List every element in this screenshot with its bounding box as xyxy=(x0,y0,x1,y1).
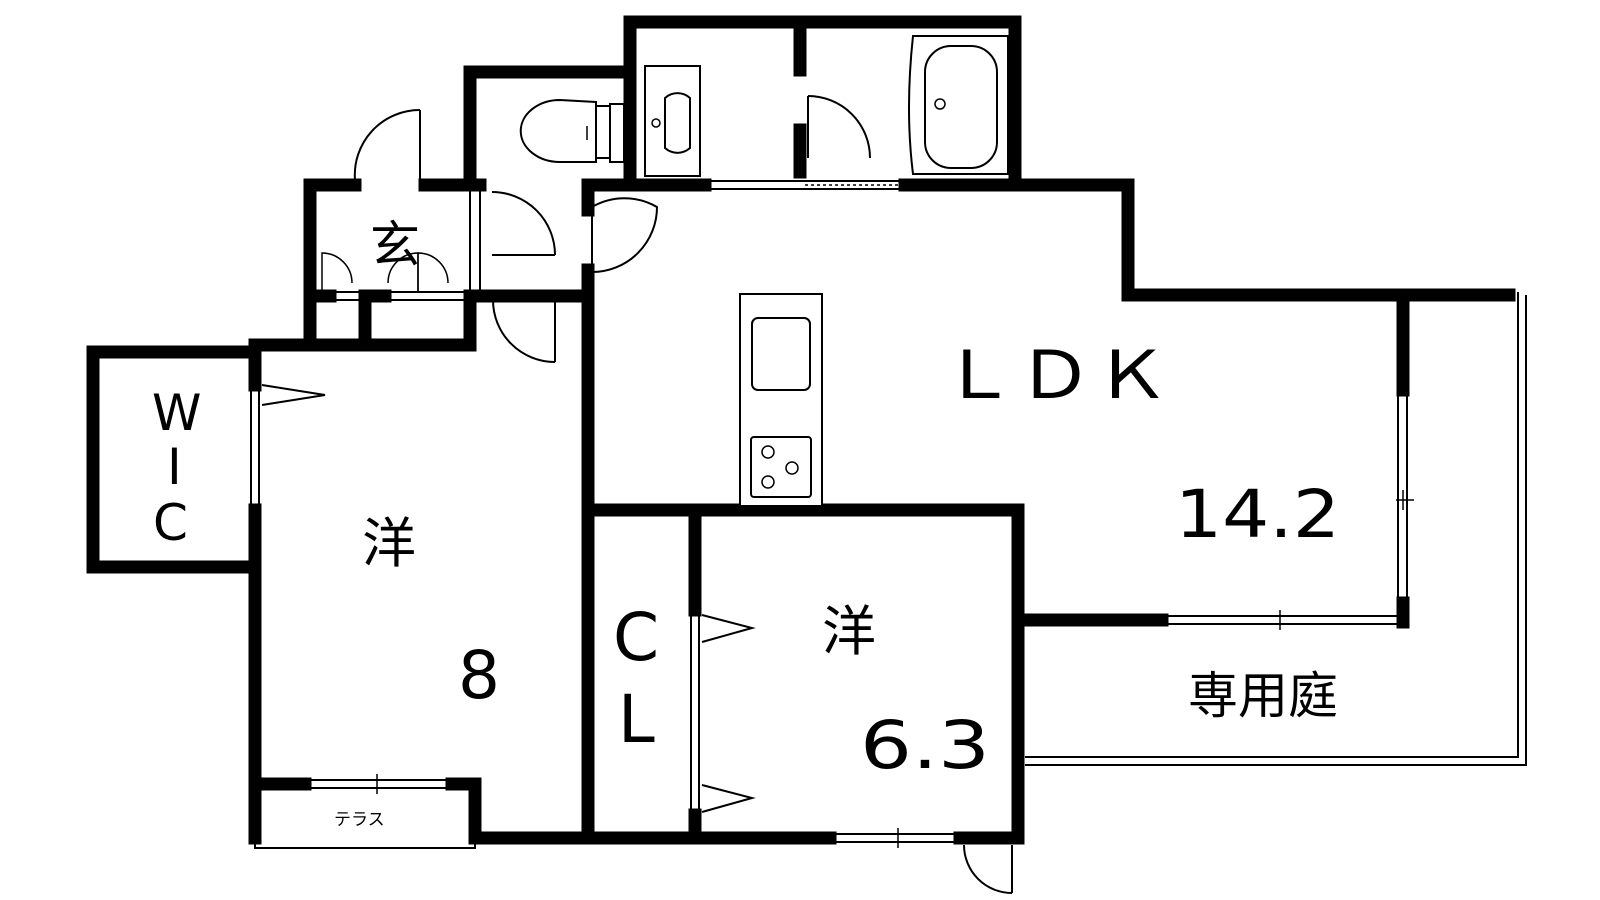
south-room-label: 洋 xyxy=(822,600,876,663)
washbasin-icon xyxy=(644,65,701,177)
windows xyxy=(250,180,1414,848)
wic-letter-i: I xyxy=(167,438,182,496)
terrace-label: テラス xyxy=(334,810,385,830)
closet-letter-c: C xyxy=(613,599,659,676)
outdoor xyxy=(254,292,1527,849)
entrance-label: 玄 xyxy=(370,216,420,274)
kitchen-counter-icon xyxy=(739,293,823,507)
doors xyxy=(261,95,1013,894)
west-room-area: 8 xyxy=(458,637,500,714)
fixtures xyxy=(519,35,1009,507)
closet-letter-l: L xyxy=(618,681,655,758)
bathtub-icon xyxy=(908,35,1009,175)
walls xyxy=(86,15,1516,845)
labels: ＬＤＫ 14.2 洋 8 洋 6.3 W I C C L 玄 テラス 専用庭 xyxy=(152,216,1340,830)
south-room-area: 6.3 xyxy=(860,707,990,784)
ldk-label: ＬＤＫ xyxy=(940,337,1170,414)
garden-label: 専用庭 xyxy=(1188,667,1338,725)
ldk-area: 14.2 xyxy=(1175,476,1340,553)
wic-letter-c: C xyxy=(153,494,188,552)
toilet-icon xyxy=(519,98,625,163)
wic-letter-w: W xyxy=(152,384,201,442)
west-room-label: 洋 xyxy=(362,512,416,575)
